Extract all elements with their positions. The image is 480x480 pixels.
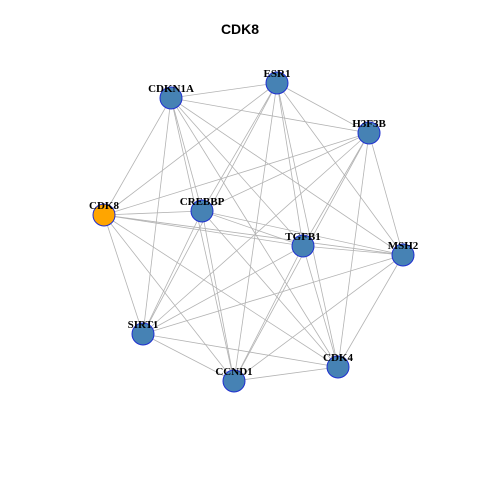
node-h3f3b[interactable] [357,121,381,145]
node-cdk4[interactable] [326,355,350,379]
edge-cdkn1a-msh2 [170,97,404,256]
edge-h3f3b-sirt1 [142,132,370,335]
node-label-sirt1: SIRT1 [128,319,159,331]
edge-cdk8-tgfb1 [103,214,304,247]
edge-h3f3b-msh2 [368,132,404,256]
edge-cdk8-ccnd1 [103,214,235,382]
edge-sirt1-cdk4 [142,333,339,368]
node-esr1[interactable] [265,71,289,95]
edge-esr1-tgfb1 [276,82,304,247]
edge-esr1-cdk4 [276,82,339,368]
edge-cdk8-msh2 [103,214,404,256]
edge-layer [103,82,404,382]
edge-tgfb1-ccnd1 [233,245,304,382]
node-label-msh2: MSH2 [388,240,419,252]
edge-h3f3b-crebbp [201,132,370,212]
edge-tgfb1-msh2 [302,245,404,256]
edge-cdkn1a-sirt1 [142,97,172,335]
edge-cdkn1a-esr1 [170,82,278,99]
edge-msh2-ccnd1 [233,254,404,382]
edge-crebbp-cdk4 [201,210,339,368]
edge-cdkn1a-ccnd1 [170,97,235,382]
node-label-esr1: ESR1 [264,68,291,80]
node-cdkn1a[interactable] [159,86,183,110]
node-label-cdk4: CDK4 [323,352,353,364]
node-crebbp[interactable] [190,199,214,223]
edge-msh2-cdk4 [337,254,404,368]
edge-cdk8-crebbp [103,210,203,216]
edge-cdkn1a-tgfb1 [170,97,304,247]
node-sirt1[interactable] [131,322,155,346]
graph-title: CDK8 [220,21,260,37]
node-label-crebbp: CREBBP [180,196,225,208]
edge-msh2-sirt1 [142,254,404,335]
edge-cdkn1a-crebbp [170,97,203,212]
edge-h3f3b-tgfb1 [302,132,370,247]
edge-crebbp-sirt1 [142,210,203,335]
node-layer [92,71,415,393]
node-msh2[interactable] [391,243,415,267]
edge-esr1-cdk8 [103,82,278,216]
edge-tgfb1-sirt1 [142,245,304,335]
edge-esr1-h3f3b [276,82,370,134]
edge-crebbp-ccnd1 [201,210,235,382]
edge-cdkn1a-cdk8 [103,97,172,216]
node-label-tgfb1: TGFB1 [285,231,320,243]
edge-esr1-ccnd1 [233,82,278,382]
edge-esr1-crebbp [201,82,278,212]
edge-cdkn1a-h3f3b [170,97,370,134]
edge-esr1-msh2 [276,82,404,256]
node-label-h3f3b: H3F3B [352,118,386,130]
edge-ccnd1-cdk4 [233,366,339,382]
edge-h3f3b-cdk8 [103,132,370,216]
node-tgfb1[interactable] [291,234,315,258]
edge-cdk8-sirt1 [103,214,144,335]
node-label-ccnd1: CCND1 [215,366,252,378]
edge-h3f3b-cdk4 [337,132,370,368]
node-label-cdk8: CDK8 [89,200,119,212]
edge-sirt1-ccnd1 [142,333,235,382]
edge-tgfb1-cdk4 [302,245,339,368]
node-ccnd1[interactable] [222,369,246,393]
edge-crebbp-msh2 [201,210,404,256]
edge-crebbp-tgfb1 [201,210,304,247]
node-label-cdkn1a: CDKN1A [148,83,194,95]
node-cdk8[interactable] [92,203,116,227]
